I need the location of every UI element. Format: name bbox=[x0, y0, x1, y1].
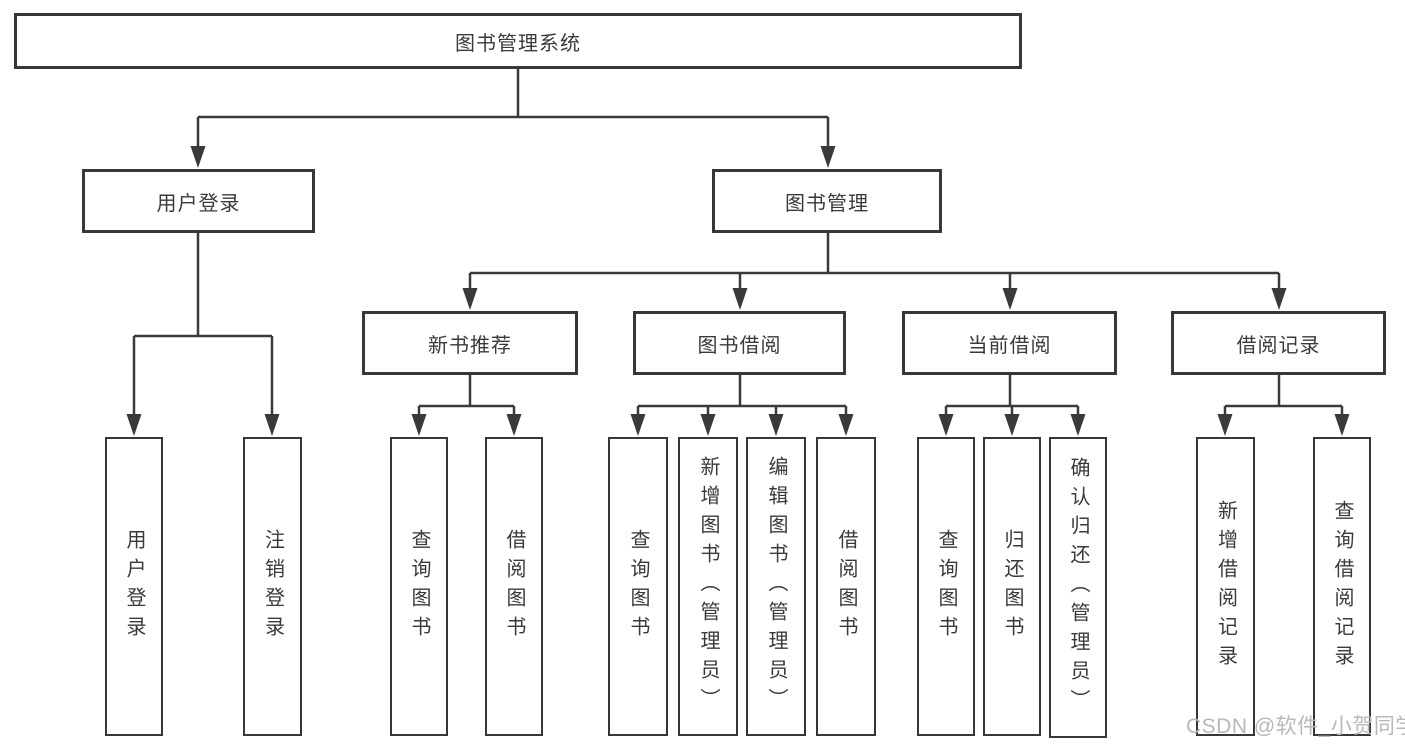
leaf-user-login-label: 用户登录 bbox=[123, 528, 145, 645]
leaf-borrow-books-recommend: 借阅图书 bbox=[485, 437, 543, 736]
node-current-borrowing-label: 当前借阅 bbox=[967, 334, 1052, 357]
leaf-user-login: 用户登录 bbox=[105, 437, 163, 736]
leaf-query-borrow-record: 查询借阅记录 bbox=[1313, 437, 1371, 736]
leaf-query-borrow-record-label: 查询借阅记录 bbox=[1331, 499, 1353, 674]
node-root-label: 图书管理系统 bbox=[455, 32, 581, 55]
node-book-borrowing-label: 图书借阅 bbox=[697, 334, 782, 357]
leaf-return-books: 归还图书 bbox=[983, 437, 1041, 736]
leaf-logout-label: 注销登录 bbox=[261, 528, 284, 645]
node-current-borrowing: 当前借阅 bbox=[902, 311, 1117, 375]
node-book-management-label: 图书管理 bbox=[785, 192, 869, 215]
leaf-query-books-borrowing-label: 查询图书 bbox=[627, 528, 649, 645]
leaf-borrow-books-borrowing: 借阅图书 bbox=[816, 437, 876, 736]
leaf-return-books-label: 归还图书 bbox=[1001, 528, 1023, 645]
csdn-watermark: CSDN @软件_小贺同学 bbox=[1186, 715, 1405, 738]
leaf-add-borrow-record-label: 新增借阅记录 bbox=[1214, 499, 1237, 674]
leaf-edit-book-admin-label: 编辑图书（管理员） bbox=[765, 456, 787, 717]
node-book-management: 图书管理 bbox=[712, 169, 942, 233]
node-borrowing-records: 借阅记录 bbox=[1171, 311, 1386, 375]
leaf-query-books-recommend-label: 查询图书 bbox=[408, 528, 430, 645]
leaf-query-books-current: 查询图书 bbox=[917, 437, 975, 736]
node-user-login: 用户登录 bbox=[82, 169, 315, 233]
leaf-borrow-books-recommend-label: 借阅图书 bbox=[503, 528, 525, 645]
node-borrowing-records-label: 借阅记录 bbox=[1236, 334, 1321, 357]
node-user-login-label: 用户登录 bbox=[156, 192, 241, 215]
leaf-query-books-recommend: 查询图书 bbox=[390, 437, 448, 736]
leaf-add-borrow-record: 新增借阅记录 bbox=[1196, 437, 1255, 736]
leaf-confirm-return-admin-label: 确认归还（管理员） bbox=[1067, 457, 1089, 718]
leaf-query-books-borrowing: 查询图书 bbox=[608, 437, 668, 736]
leaf-edit-book-admin: 编辑图书（管理员） bbox=[746, 437, 806, 736]
leaf-query-books-current-label: 查询图书 bbox=[935, 528, 957, 645]
node-new-book-recommendation-label: 新书推荐 bbox=[428, 334, 512, 357]
node-new-book-recommendation: 新书推荐 bbox=[362, 311, 578, 375]
leaf-borrow-books-borrowing-label: 借阅图书 bbox=[835, 528, 857, 645]
leaf-confirm-return-admin: 确认归还（管理员） bbox=[1049, 437, 1107, 738]
node-root: 图书管理系统 bbox=[14, 13, 1022, 69]
node-book-borrowing: 图书借阅 bbox=[633, 311, 846, 375]
leaf-add-book-admin-label: 新增图书（管理员） bbox=[697, 456, 719, 717]
leaf-logout: 注销登录 bbox=[243, 437, 302, 736]
leaf-add-book-admin: 新增图书（管理员） bbox=[678, 437, 738, 736]
